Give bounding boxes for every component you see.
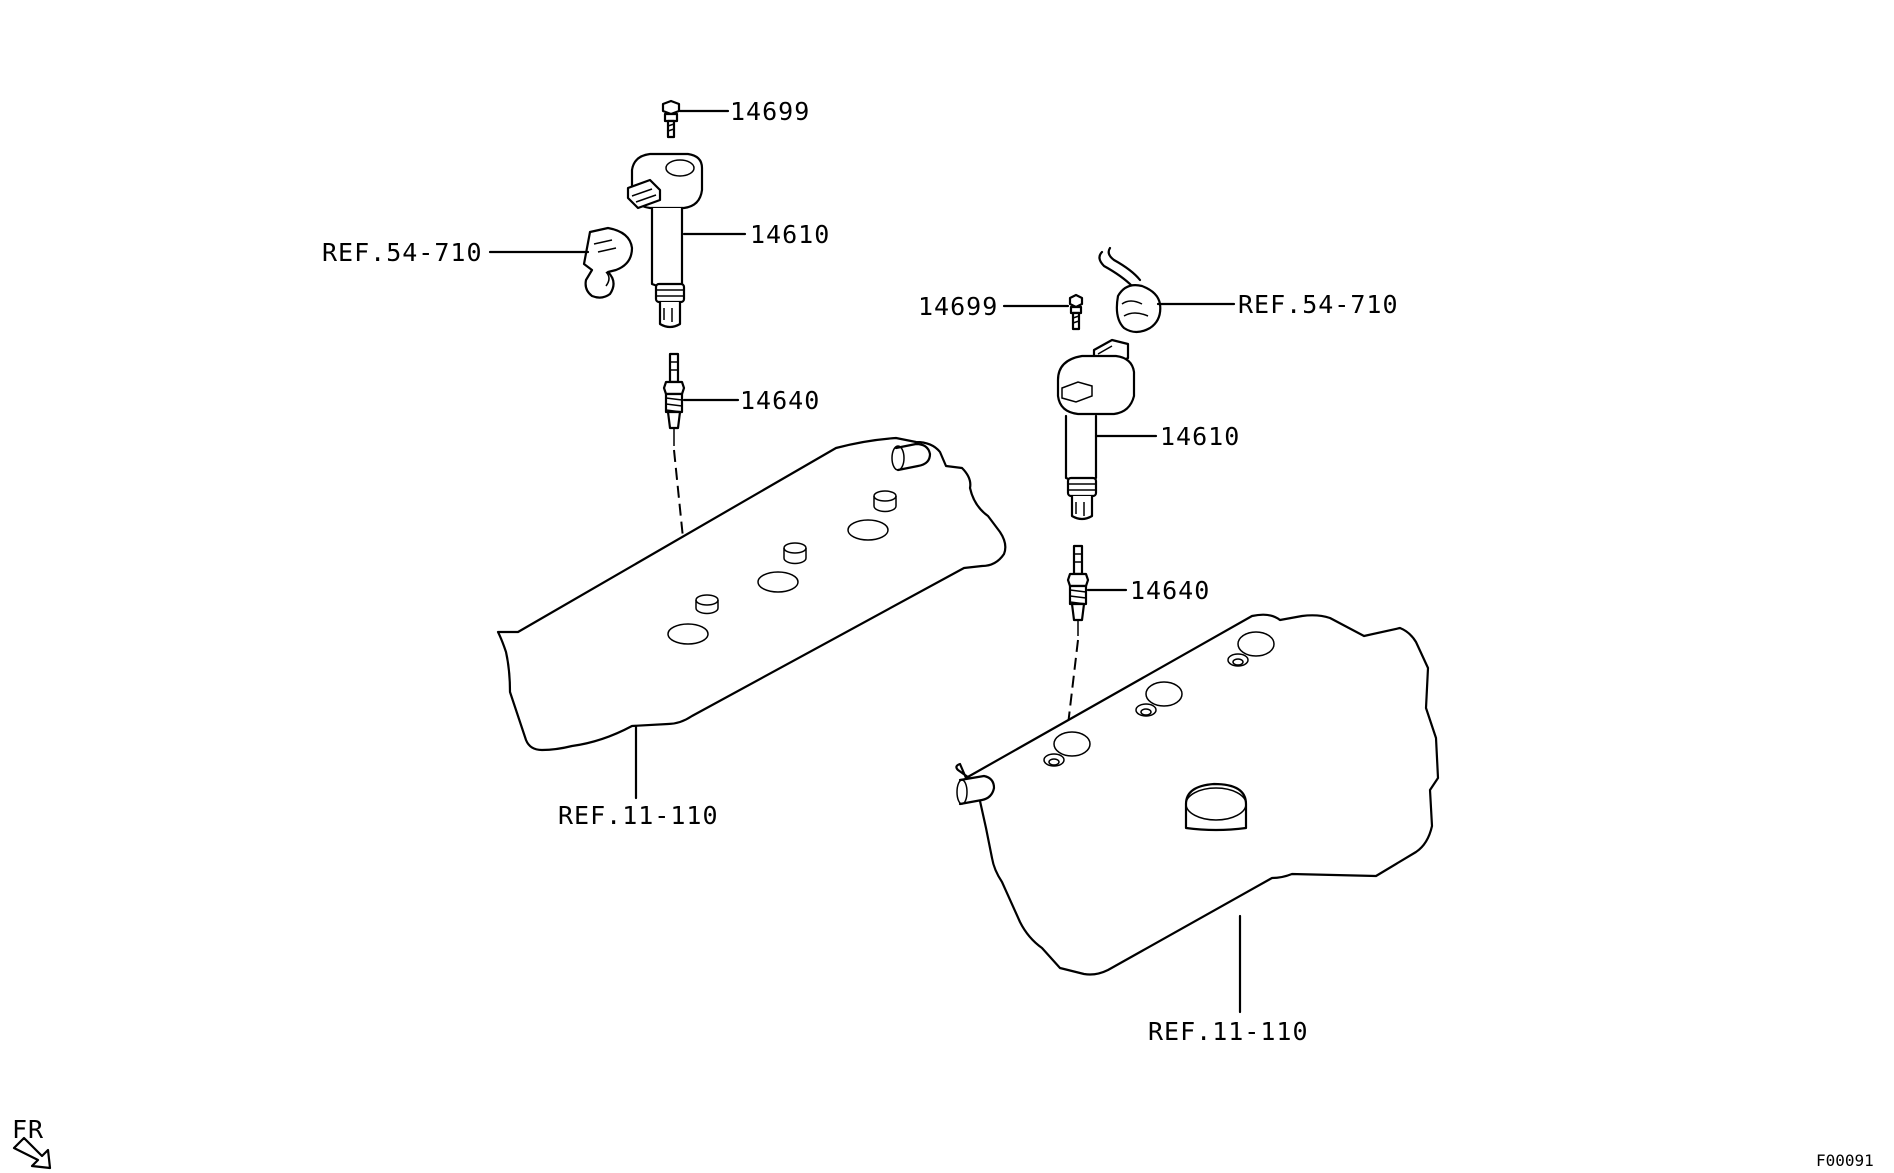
right-connector-ref: REF.54-710 <box>1238 290 1399 319</box>
right-head-cover[interactable] <box>955 613 1440 976</box>
left-head-cover[interactable] <box>496 436 1007 752</box>
left-connector[interactable] <box>582 226 634 299</box>
left-ignition-coil[interactable] <box>626 152 704 329</box>
right-coil-label: 14610 <box>1160 422 1240 451</box>
left-bolt-label: 14699 <box>730 97 810 126</box>
right-bolt-label: 14699 <box>918 292 998 321</box>
front-arrow-icon <box>12 1136 52 1170</box>
front-direction-label: FR <box>12 1115 44 1144</box>
left-coil-label: 14610 <box>750 220 830 249</box>
left-plug-label: 14640 <box>740 386 820 415</box>
left-bolt[interactable] <box>661 99 681 139</box>
left-cover-ref: REF.11-110 <box>558 801 719 830</box>
figure-code: F00091 <box>1816 1151 1874 1170</box>
right-ignition-coil[interactable] <box>1056 338 1136 521</box>
right-connector[interactable] <box>1098 246 1162 334</box>
right-plug-label: 14640 <box>1130 576 1210 605</box>
right-spark-plug[interactable] <box>1066 544 1090 636</box>
left-spark-plug[interactable] <box>662 352 686 446</box>
front-direction-indicator: FR <box>12 1115 52 1170</box>
right-cover-ref: REF.11-110 <box>1148 1017 1309 1046</box>
left-connector-ref: REF.54-710 <box>322 238 483 267</box>
left-assembly: 14699 14610 REF.54-710 <box>322 97 1007 830</box>
right-assembly: 14699 REF.54-710 14610 <box>918 246 1440 1046</box>
right-bolt[interactable] <box>1068 293 1084 331</box>
